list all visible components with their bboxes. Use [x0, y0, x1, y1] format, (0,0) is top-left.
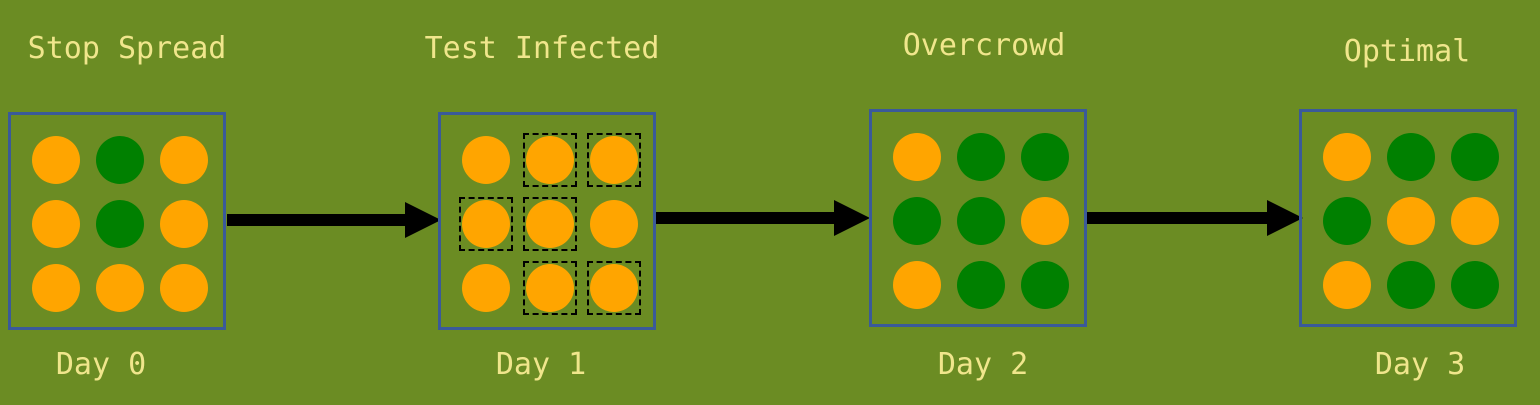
- infected-person-cell: [893, 133, 941, 181]
- infected-person-cell: [160, 136, 208, 184]
- arrow-day-1-to-2: [656, 200, 870, 236]
- tested-marker: [523, 197, 577, 251]
- infected-person-cell: [160, 200, 208, 248]
- infected-person-cell: [526, 264, 574, 312]
- infected-person-cell: [1323, 261, 1371, 309]
- day-label-0: Day 0: [55, 347, 147, 382]
- infected-person-cell: [32, 264, 80, 312]
- healthy-person-cell: [957, 197, 1005, 245]
- stage-title-day-3: Optimal: [1343, 34, 1471, 69]
- grid-day-1: [438, 112, 656, 330]
- arrow-day-0-to-1: [227, 202, 441, 238]
- tested-marker: [523, 133, 577, 187]
- healthy-person-cell: [1021, 261, 1069, 309]
- infected-person-cell: [1323, 133, 1371, 181]
- infected-person-cell: [160, 264, 208, 312]
- infected-person-cell: [526, 136, 574, 184]
- stage-title-day-2: Overcrowd: [902, 28, 1066, 63]
- stage-title-day-1: Test Infected: [424, 31, 660, 66]
- infected-person-cell: [462, 136, 510, 184]
- infected-person-cell: [1451, 197, 1499, 245]
- healthy-person-cell: [1387, 261, 1435, 309]
- infected-person-cell: [462, 264, 510, 312]
- infected-person-cell: [32, 200, 80, 248]
- healthy-person-cell: [1323, 197, 1371, 245]
- infected-person-cell: [590, 200, 638, 248]
- stage-title-day-0: Stop Spread: [27, 31, 227, 66]
- tested-marker: [587, 261, 641, 315]
- grid-day-0: [8, 112, 226, 330]
- healthy-person-cell: [957, 261, 1005, 309]
- healthy-person-cell: [1451, 261, 1499, 309]
- grid-day-3: [1299, 109, 1517, 327]
- infected-person-cell: [96, 264, 144, 312]
- healthy-person-cell: [96, 136, 144, 184]
- tested-marker: [587, 133, 641, 187]
- arrow-day-2-to-3: [1087, 200, 1303, 236]
- tested-marker: [459, 197, 513, 251]
- infected-person-cell: [590, 136, 638, 184]
- infected-person-cell: [32, 136, 80, 184]
- infected-person-cell: [526, 200, 574, 248]
- infected-person-cell: [1387, 197, 1435, 245]
- healthy-person-cell: [1387, 133, 1435, 181]
- infected-person-cell: [462, 200, 510, 248]
- day-label-2: Day 2: [937, 347, 1029, 382]
- healthy-person-cell: [1451, 133, 1499, 181]
- day-label-1: Day 1: [495, 347, 587, 382]
- infected-person-cell: [1021, 197, 1069, 245]
- tested-marker: [523, 261, 577, 315]
- infected-person-cell: [893, 261, 941, 309]
- healthy-person-cell: [893, 197, 941, 245]
- healthy-person-cell: [1021, 133, 1069, 181]
- healthy-person-cell: [96, 200, 144, 248]
- infected-person-cell: [590, 264, 638, 312]
- healthy-person-cell: [957, 133, 1005, 181]
- grid-day-2: [869, 109, 1087, 327]
- day-label-3: Day 3: [1374, 347, 1466, 382]
